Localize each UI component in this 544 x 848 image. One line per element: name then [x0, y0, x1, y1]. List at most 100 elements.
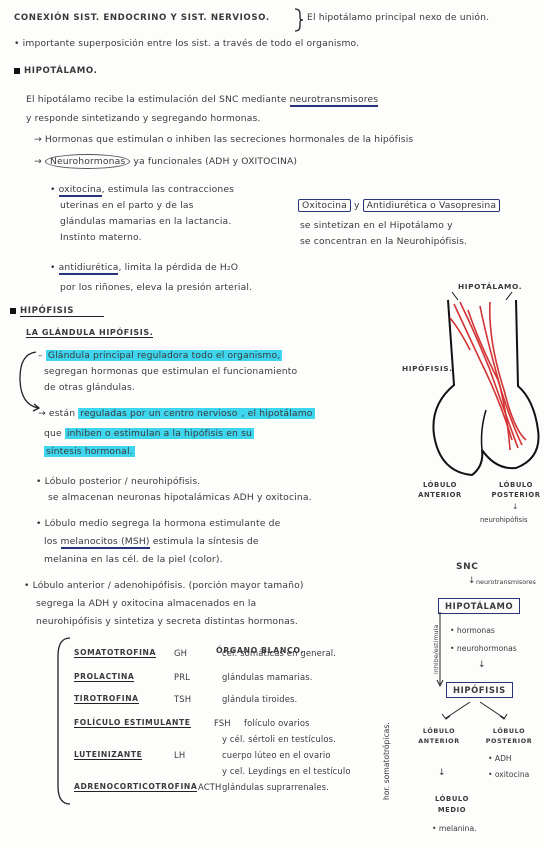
text: ya funcionales (ADH y OXITOCINA) [133, 156, 298, 167]
hormone-name: Tirotrofina [74, 694, 139, 704]
lobulo-medio-3: melanina en las cél. de la piel (color). [44, 554, 223, 565]
hormone-target: glándula tiroides. [222, 694, 298, 704]
hormone-target: glándulas mamarias. [222, 672, 313, 682]
hormone-target: cel. somáticas en general. [222, 648, 337, 658]
anatomy-top-label: Hipotálamo. [458, 282, 523, 291]
flow-medio: Lóbulo medio [434, 795, 470, 814]
antidiuretica-box: Antidiurética o Vasopresina [362, 199, 501, 212]
hormone-abbr: ACTH [198, 782, 222, 792]
lobulo-posterior-1: • Lóbulo posterior / neurohipófisis. [36, 476, 201, 487]
lobulo-posterior-2: se almacenan neuronas hipotalámicas ADH … [48, 492, 312, 503]
hipotalamo-line1: El hipotálamo recibe la estimulación del… [26, 94, 379, 107]
text: → están [38, 408, 76, 419]
oxitocina-line1: • oxitocina, estimula las contracciones [50, 184, 235, 197]
heading-text: Hipotálamo. [24, 66, 98, 76]
hormone-name: Prolactina [74, 672, 135, 682]
intro-bullet: • importante superposición entre los sis… [14, 38, 360, 49]
flow-side-arrow-icon [436, 612, 444, 688]
anatomy-neuro: neurohipófisis [480, 516, 528, 524]
hormone-abbr: PRL [174, 672, 190, 682]
lobe-divider [480, 409, 487, 451]
text: y [353, 200, 360, 211]
hormone-abbr: TSH [174, 694, 192, 704]
highlight-text: reguladas por un centro nervioso [78, 408, 240, 419]
flow-split-arrows-icon [441, 701, 508, 720]
anatomy-side-label: Hipófisis. [402, 364, 453, 373]
hipofisis-diagram [432, 291, 540, 477]
neurohormonas-term: Neurohormonas [44, 154, 131, 169]
hipofisis-b2-line2: que inhiben o estimulan a la hipófisis e… [44, 428, 254, 439]
text: que [44, 428, 62, 439]
anatomy-right-lobe: Lóbulo posterior [491, 481, 541, 499]
flow-medio-1: • melanina. [432, 824, 477, 833]
hipotalamo-line2: y responde sintetizando y segregando hor… [26, 113, 261, 124]
text: estimula la síntesis de [152, 536, 259, 547]
arrow-icon: → [34, 156, 42, 167]
oxitocina-line2: uterinas en el parto y de las [60, 200, 194, 211]
antidiuretica-line2: por los riñones, eleva la presión arteri… [60, 282, 253, 293]
hormone-target: cuerpo lúteo en el ovario [222, 750, 331, 760]
hipofisis-subheading: La glándula hipófisis. [26, 328, 154, 338]
hormone-name: Somatotrofina [74, 648, 156, 658]
flow-h-item2: • neurohormonas [450, 644, 517, 653]
lobulo-anterior-1: • Lóbulo anterior / adenohipófisis. (por… [24, 580, 304, 591]
arrow-down-icon: ↓ [478, 660, 486, 670]
subheading-text: La glándula hipófisis. [26, 328, 154, 338]
msh-term: melanocitos (MSH) [60, 536, 150, 549]
flow-right-1: • ADH [488, 754, 512, 763]
antidiuretica-line1: • antidiurética, limita la pérdida de H₂… [50, 262, 239, 275]
hipofisis-b2-line3: síntesis hormonal. [44, 446, 135, 457]
lobulo-anterior-2: segrega la ADH y oxitocina almacenados e… [36, 598, 257, 609]
oxitocina-term: oxitocina [58, 184, 102, 197]
oxitocina-line4: Instinto materno. [60, 232, 142, 243]
gland-outline [432, 299, 540, 477]
highlight-text: , el hipotálamo [239, 408, 315, 419]
hormone-target: glándulas suprarrenales. [222, 782, 330, 792]
section-hipotalamo-heading: Hipotálamo. [14, 66, 98, 76]
flow-hipotalamo-box: Hipotálamo [438, 598, 521, 614]
box-line3: se concentran en la Neurohipófisis. [300, 236, 468, 247]
box-line2: se sintetizan en el Hipotálamo y [300, 220, 453, 231]
hormone-abbr: FSH [214, 718, 231, 728]
highlight-text: síntesis hormonal. [44, 446, 135, 457]
intro-brace-note: El hipotálamo principal nexo de unión. [307, 12, 490, 23]
antidiuretica-term: antidiurética [58, 262, 119, 275]
arrow-down-icon: ↓ [468, 576, 476, 586]
flow-left: Lóbulo anterior [418, 727, 460, 745]
text: El hipotálamo recibe la estimulación del… [26, 94, 287, 105]
heading-text: Hipófisis [20, 306, 105, 317]
flow-h-item1: • hormonas [450, 626, 495, 635]
hipofisis-b1-line1: – Glándula principal reguladora todo el … [38, 350, 283, 361]
oxitocina-box: Oxitocina [298, 199, 351, 212]
neurotransmisores-term: neurotransmisores [289, 94, 379, 107]
hipofisis-b1-line2: segregan hormonas que estimulan el funci… [44, 366, 298, 377]
arrow-down-icon: ↓ [438, 768, 446, 778]
highlight-text: inhiben o estimulan a la hipófisis en su [64, 428, 254, 439]
brace-icon [294, 8, 304, 32]
lobulo-anterior-3: neurohipófisis y sintetiza y secreta dis… [36, 616, 298, 627]
hormone-target: y cel. Leydings en el testículo [222, 766, 351, 776]
intro-bullet-text: importante superposición entre los sist.… [22, 38, 360, 49]
bracket-arrow-icon [19, 351, 41, 412]
text: los [44, 536, 58, 547]
flow-snc: SNC [456, 562, 479, 572]
tick-lines [451, 291, 513, 301]
nerve-fibers [449, 301, 527, 451]
box-line1: Oxitocina y Antidiurética o Vasopresina [298, 199, 501, 212]
section-hipofisis-heading: Hipófisis [10, 306, 105, 317]
hormone-name: Luteinizante [74, 750, 143, 760]
table-target-header: Órgano blanco. [216, 646, 304, 655]
hormone-target: y cél. sértoli en testículos. [222, 734, 336, 744]
anatomy-left-lobe: Lóbulo anterior [418, 481, 462, 499]
flow-right-2: • oxitocina [488, 770, 530, 779]
oxitocina-line3: glándulas mamarias en la lactancia. [60, 216, 232, 227]
hipotalamo-arrow1: → Hormonas que estimulan o inhiben las s… [34, 134, 414, 145]
text: , limita la pérdida de H₂O [118, 262, 239, 273]
highlight-text: Glándula principal reguladora todo el or… [45, 350, 283, 361]
text: , estimula las contracciones [101, 184, 235, 195]
hormone-abbr: LH [174, 750, 186, 760]
intro-title: Conexión sist. endocrino y sist. nervios… [14, 13, 270, 23]
square-bullet-icon [14, 67, 20, 74]
hipofisis-b1-line3: de otras glándulas. [44, 382, 135, 393]
